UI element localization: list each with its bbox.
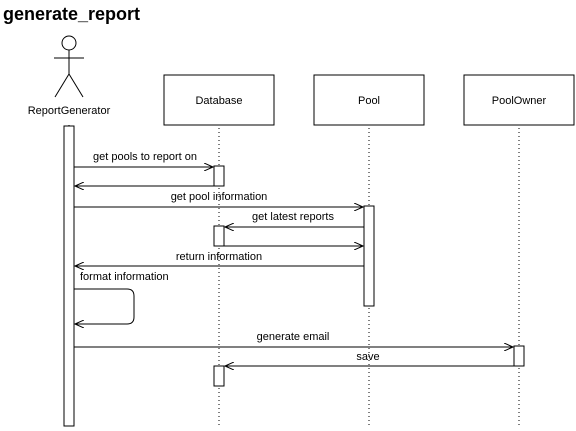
message-label-return-information: return information xyxy=(176,251,262,263)
message-arrow-format-information xyxy=(74,288,135,324)
activation-database-2 xyxy=(213,225,225,247)
activation-database-3 xyxy=(213,365,225,387)
activation-reportgenerator xyxy=(63,125,75,427)
message-label-get-latest-reports: get latest reports xyxy=(252,211,334,223)
participant-label-poolowner: PoolOwner xyxy=(492,95,547,107)
message-label-get-pool-information: get pool information xyxy=(171,191,268,203)
participant-box-poolowner xyxy=(463,74,575,126)
message-label-generate-email: generate email xyxy=(257,331,330,343)
message-label-format-information: format information xyxy=(80,271,169,283)
message-label-get-pools: get pools to report on xyxy=(93,151,197,163)
activation-database-1 xyxy=(213,165,225,187)
actor-reportgenerator-icon xyxy=(54,35,84,98)
participant-box-database xyxy=(163,74,275,126)
activation-pool xyxy=(363,205,375,307)
diagram-title: generate_report xyxy=(3,4,140,24)
participant-box-pool xyxy=(313,74,425,126)
activation-poolowner xyxy=(513,345,525,367)
participant-label-pool: Pool xyxy=(358,95,380,107)
participant-label-database: Database xyxy=(195,95,242,107)
message-label-save: save xyxy=(356,351,379,363)
participant-label-reportgenerator: ReportGenerator xyxy=(28,105,111,117)
